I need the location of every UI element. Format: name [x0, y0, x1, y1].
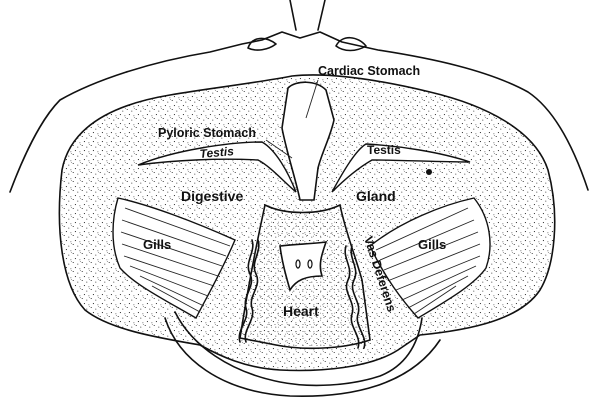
label-gland: Gland [356, 188, 396, 204]
label-gills-left: Gills [143, 237, 171, 252]
label-cardiac-stomach: Cardiac Stomach [318, 64, 420, 78]
label-testis-right: Testis [367, 143, 401, 157]
specimen-dot [426, 169, 432, 175]
label-gills-right: Gills [418, 237, 446, 252]
label-digestive: Digestive [181, 188, 243, 204]
label-heart: Heart [283, 303, 319, 319]
label-pyloric-stomach: Pyloric Stomach [158, 126, 256, 140]
rostrum [290, 0, 325, 30]
